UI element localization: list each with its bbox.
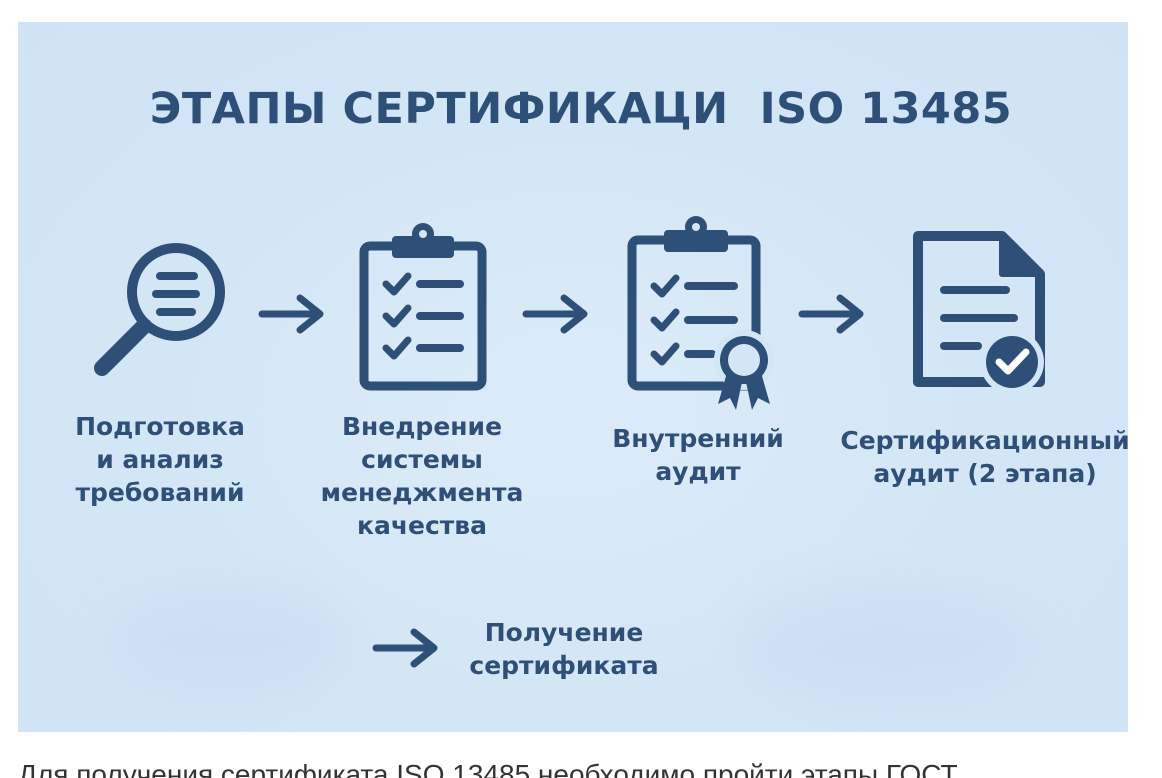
arrow-right-icon — [798, 294, 864, 334]
step-label-certification-audit: Сертификационный аудит (2 этапа) — [840, 426, 1130, 488]
step-label-preparation: Подготовка и анализ требований — [75, 412, 245, 507]
clipboard-checklist-icon — [359, 223, 487, 391]
caption-text: Для получения сертификата ISO 13485 необ… — [0, 758, 1162, 778]
magnifier-icon — [94, 243, 225, 376]
background-blob — [108, 582, 348, 702]
arrow-right-icon — [258, 294, 324, 334]
page-title: ЭТАПЫ СЕРТИФИКАЦИ ISO 13485 — [149, 84, 1013, 134]
background-blob — [738, 582, 1038, 712]
step-label-implementation: Внедрение системы менеджмента качества — [320, 412, 524, 540]
document-check-icon — [913, 231, 1045, 394]
arrow-right-icon — [372, 628, 438, 668]
step-label-internal-audit: Внутренний аудит — [612, 424, 784, 486]
arrow-right-icon — [522, 294, 588, 334]
clipboard-award-icon — [627, 216, 774, 410]
step-label-certificate: Получение сертификата — [469, 618, 659, 680]
